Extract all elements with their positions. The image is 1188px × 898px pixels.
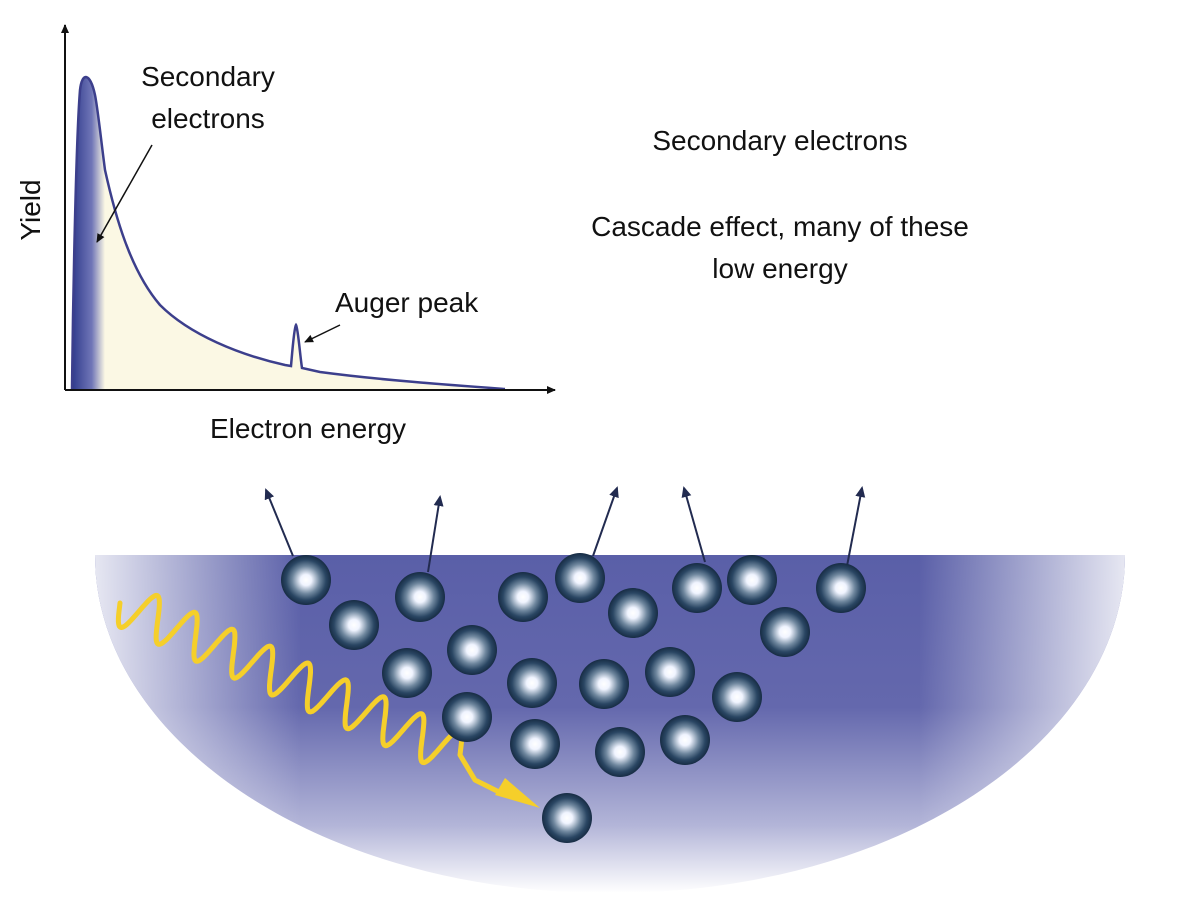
electron-sphere-icon	[542, 793, 592, 843]
arrow-up-icon	[264, 488, 294, 557]
electron-sphere-icon	[382, 648, 432, 698]
emission-arrows	[264, 486, 866, 573]
notes: Secondary electrons Cascade effect, many…	[591, 125, 969, 284]
electron-sphere-icon	[608, 588, 658, 638]
electron-sphere-icon	[727, 555, 777, 605]
secondary-label-line2: electrons	[151, 103, 265, 134]
electron-sphere-icon	[660, 715, 710, 765]
secondary-label-line1: Secondary	[141, 61, 275, 92]
electron-sphere-icon	[816, 563, 866, 613]
photon-wave	[115, 592, 540, 808]
x-axis-label: Electron energy	[210, 413, 406, 444]
secondary-pointer-arrow	[96, 144, 153, 243]
spectrum-graph: Yield Electron energy Secondary electron…	[15, 24, 556, 444]
photon-arrowhead	[495, 778, 540, 808]
electron-sphere-icon	[447, 625, 497, 675]
electron-sphere-icon	[442, 692, 492, 742]
spectrum-tail-fill	[105, 170, 505, 389]
auger-peak-label: Auger peak	[335, 287, 479, 318]
electron-sphere-icon	[555, 553, 605, 603]
arrow-up-icon	[592, 486, 619, 557]
electron-sphere-icon	[579, 659, 629, 709]
electron-sphere-icon	[507, 658, 557, 708]
electron-sphere-icon	[760, 607, 810, 657]
spectrum-curve	[70, 75, 506, 391]
electron-sphere-icon	[645, 647, 695, 697]
wavy-arrow-icon	[115, 592, 508, 798]
electron-sphere-icon	[395, 572, 445, 622]
y-axis-label: Yield	[15, 179, 46, 240]
electron-cluster	[281, 553, 866, 843]
electron-sphere-icon	[329, 600, 379, 650]
notes-line1: Cascade effect, many of these	[591, 211, 969, 242]
notes-line2: low energy	[712, 253, 847, 284]
notes-heading: Secondary electrons	[652, 125, 907, 156]
electron-sphere-icon	[712, 672, 762, 722]
electron-sphere-icon	[595, 727, 645, 777]
spectrum-peak-fill	[72, 77, 105, 390]
arrow-up-icon	[681, 486, 706, 563]
electron-sphere-icon	[672, 563, 722, 613]
arrow-up-icon	[846, 486, 866, 567]
electron-sphere-icon	[498, 572, 548, 622]
electron-sphere-icon	[510, 719, 560, 769]
electron-sphere-icon	[281, 555, 331, 605]
auger-pointer-arrow	[304, 324, 341, 343]
arrow-up-icon	[427, 495, 444, 573]
